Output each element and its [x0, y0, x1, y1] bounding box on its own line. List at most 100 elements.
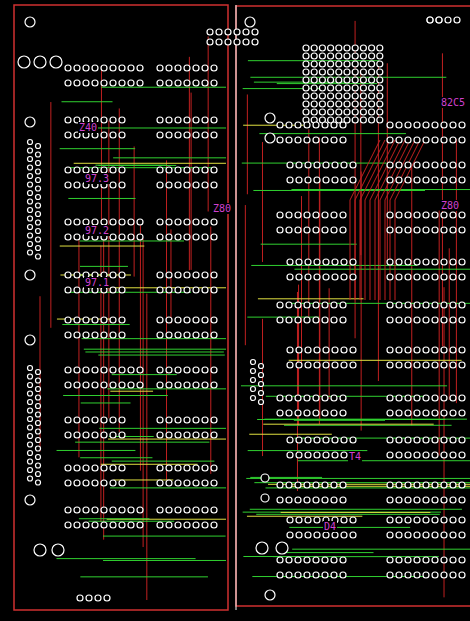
solder-pad: [313, 137, 319, 143]
solder-pad: [202, 332, 208, 338]
solder-pad: [36, 220, 41, 225]
solder-pad: [175, 65, 181, 71]
solder-pad: [396, 122, 402, 128]
solder-pad: [157, 182, 163, 188]
solder-pad: [432, 437, 438, 443]
solder-pad: [441, 177, 447, 183]
solder-pad: [83, 382, 89, 388]
solder-pad: [340, 227, 346, 233]
solder-pad: [332, 532, 338, 538]
solder-pad: [369, 61, 375, 67]
solder-pad: [304, 395, 310, 401]
solder-pad: [432, 482, 438, 488]
solder-pad: [202, 234, 208, 240]
solder-pad: [36, 370, 41, 375]
solder-pad: [296, 259, 302, 265]
solder-pad: [202, 65, 208, 71]
solder-pad: [459, 437, 465, 443]
solder-pad: [377, 93, 383, 99]
solder-pad: [319, 85, 325, 91]
solder-pad: [387, 437, 393, 443]
copper-trace: [250, 509, 462, 510]
solder-pad: [387, 259, 393, 265]
solder-pad: [83, 465, 89, 471]
solder-pad: [65, 382, 71, 388]
solder-pad: [286, 482, 292, 488]
solder-pad: [166, 522, 172, 528]
solder-pad: [34, 56, 46, 68]
solder-pad: [36, 203, 41, 208]
solder-pad: [211, 317, 217, 323]
solder-pad: [245, 17, 255, 27]
solder-pad: [396, 212, 402, 218]
solder-pad: [377, 53, 383, 59]
solder-pad: [74, 182, 80, 188]
solder-pad: [193, 234, 199, 240]
solder-pad: [252, 29, 258, 35]
solder-pad: [128, 219, 134, 225]
solder-pad: [166, 80, 172, 86]
solder-pad: [193, 65, 199, 71]
solder-pad: [36, 480, 41, 485]
solder-pad: [110, 317, 116, 323]
solder-pad: [360, 61, 366, 67]
solder-pad: [459, 395, 465, 401]
solder-pad: [295, 395, 301, 401]
solder-pad: [396, 317, 402, 323]
solder-pad: [157, 287, 163, 293]
solder-pad: [175, 80, 181, 86]
solder-pad: [175, 234, 181, 240]
solder-pad: [340, 122, 346, 128]
solder-pad: [387, 347, 393, 353]
solder-pad: [119, 65, 125, 71]
solder-pad: [211, 219, 217, 225]
solder-pad: [119, 382, 125, 388]
solder-pad: [336, 61, 342, 67]
solder-pad: [110, 182, 116, 188]
solder-pad: [286, 227, 292, 233]
solder-pad: [287, 452, 293, 458]
solder-pad: [193, 465, 199, 471]
solder-pad: [92, 417, 98, 423]
solder-pad: [405, 227, 411, 233]
solder-pad: [65, 522, 71, 528]
solder-pad: [405, 437, 411, 443]
part-label: Z80: [212, 203, 232, 214]
solder-pad: [369, 93, 375, 99]
solder-pad: [396, 274, 402, 280]
solder-pad: [341, 259, 347, 265]
solder-pad: [119, 117, 125, 123]
solder-pad: [313, 317, 319, 323]
solder-pad: [157, 332, 163, 338]
solder-pad: [360, 45, 366, 51]
solder-pad: [110, 382, 116, 388]
solder-pad: [441, 557, 447, 563]
solder-pad: [101, 367, 107, 373]
solder-pad: [28, 242, 33, 247]
solder-pad: [193, 480, 199, 486]
solder-pad: [28, 191, 33, 196]
solder-pad: [396, 410, 402, 416]
solder-pad: [336, 45, 342, 51]
solder-pad: [311, 109, 317, 115]
copper-trace: [112, 461, 215, 462]
solder-pad: [95, 595, 101, 601]
solder-pad: [83, 332, 89, 338]
solder-pad: [432, 362, 438, 368]
solder-pad: [405, 572, 411, 578]
solder-pad: [252, 39, 258, 45]
solder-pad: [387, 212, 393, 218]
solder-pad: [387, 532, 393, 538]
solder-pad: [166, 332, 172, 338]
solder-pad: [405, 162, 411, 168]
solder-pad: [369, 69, 375, 75]
solder-pad: [295, 557, 301, 563]
solder-pad: [341, 452, 347, 458]
solder-pad: [211, 465, 217, 471]
solder-pad: [450, 177, 456, 183]
solder-pad: [396, 517, 402, 523]
copper-trace: [259, 133, 406, 134]
solder-pad: [211, 65, 217, 71]
solder-pad: [287, 177, 293, 183]
solder-pad: [314, 259, 320, 265]
